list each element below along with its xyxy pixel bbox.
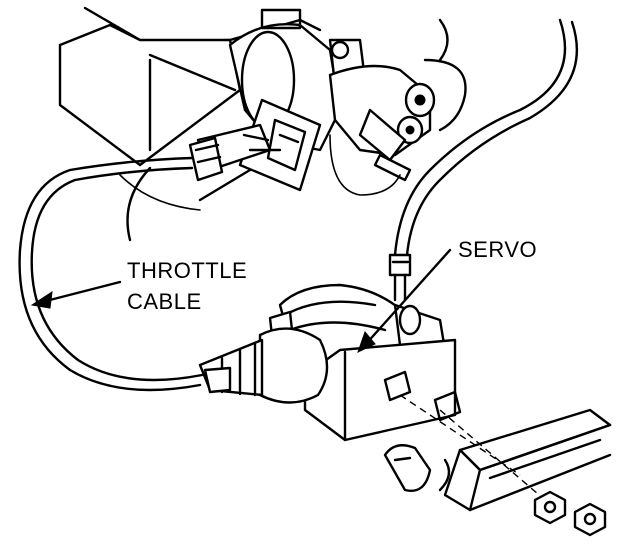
servo-unit <box>198 283 462 442</box>
throttle-body <box>58 6 467 211</box>
vacuum-hose <box>388 18 579 302</box>
throttle-cable-label-line-1: THROTTLE <box>127 258 248 283</box>
servo-label: SERVO <box>458 237 538 262</box>
throttle-cable-label-line-2: CABLE <box>127 289 202 314</box>
electrical-connector <box>383 444 451 492</box>
throttle-cable <box>18 156 204 392</box>
mounting-bracket <box>399 394 612 512</box>
fastener-nut-2 <box>573 502 607 537</box>
fastener-nut-1 <box>533 490 567 525</box>
throttle-lever-bracket <box>188 98 322 192</box>
servo-leader <box>357 248 452 353</box>
throttle-cable-leader <box>30 280 122 309</box>
